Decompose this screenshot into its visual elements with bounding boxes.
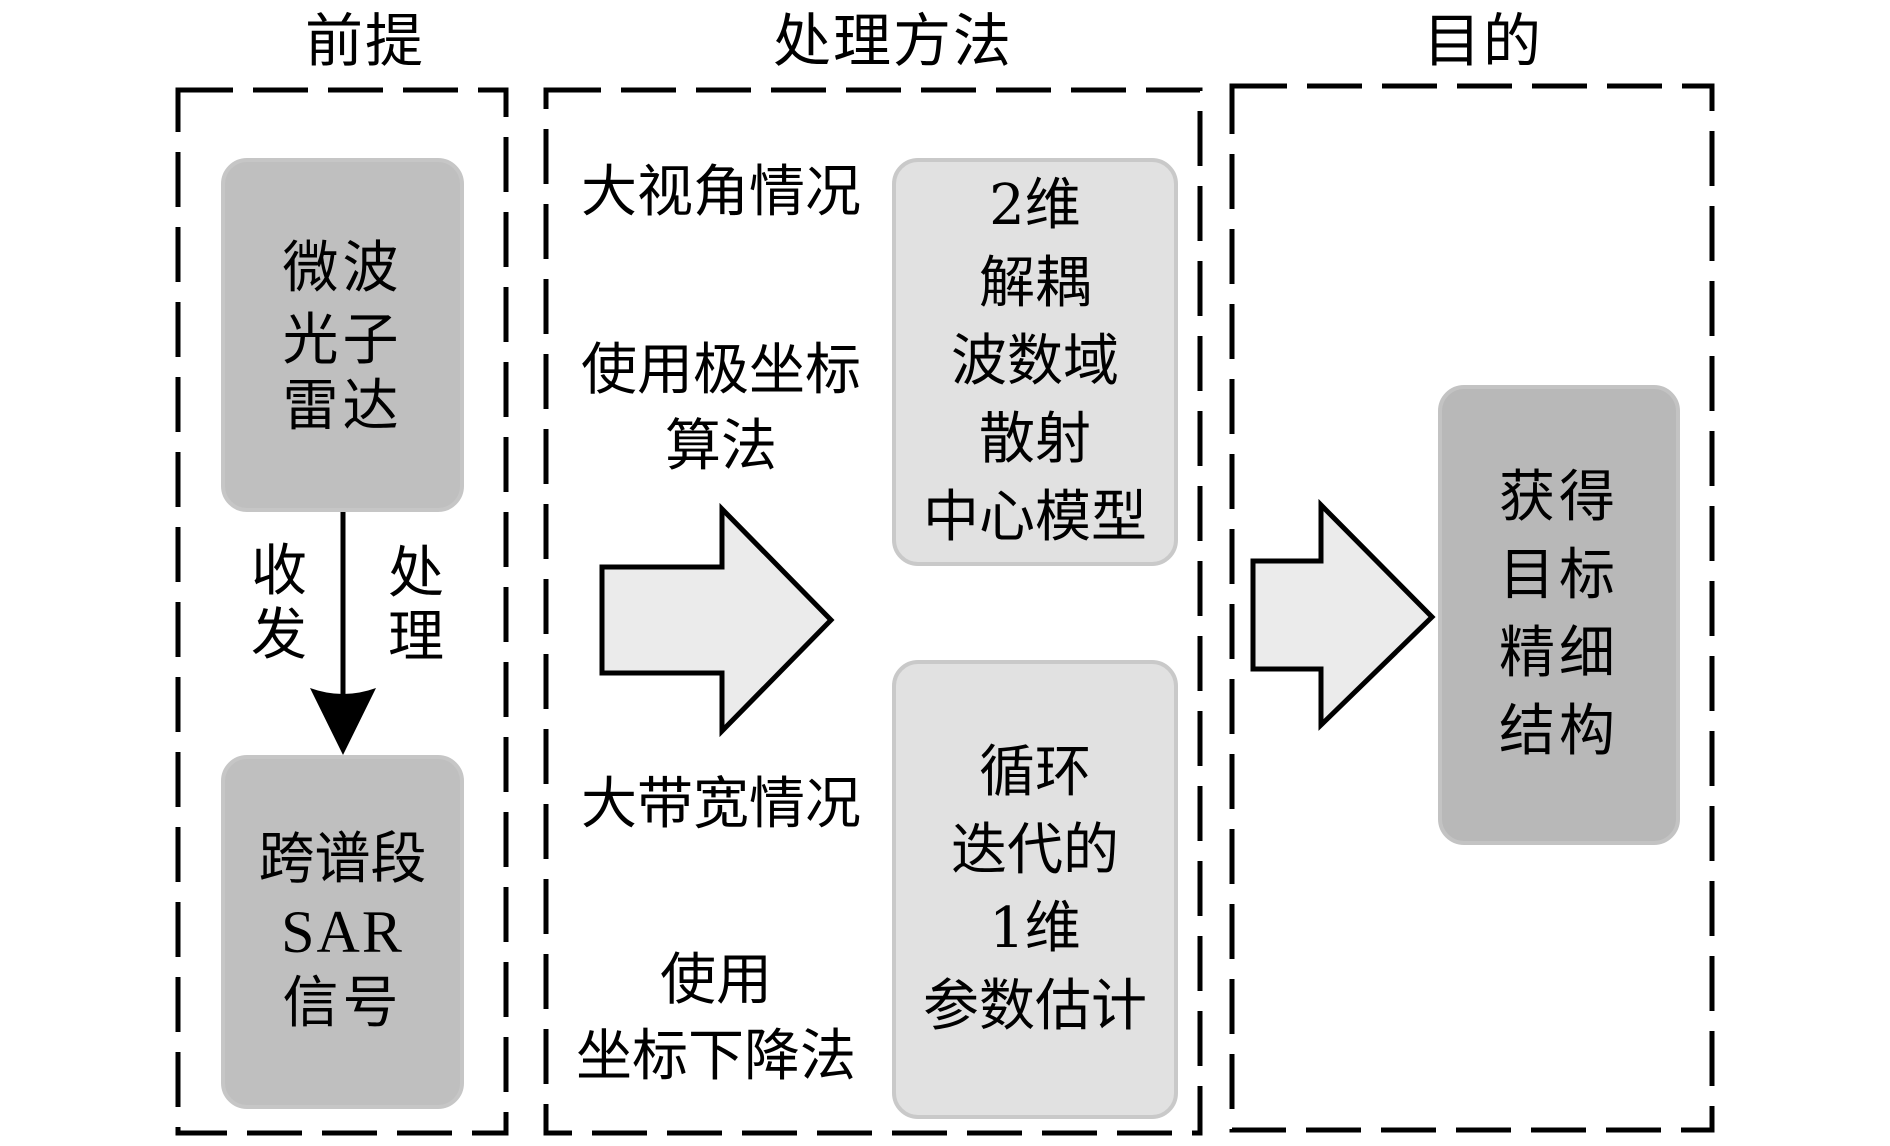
box-line: 解耦 (979, 251, 1091, 316)
box-line: SAR (281, 899, 404, 965)
box-line: 参数估计 (923, 973, 1147, 1039)
box-line: 1维 (989, 895, 1081, 961)
box-microwave-photonic-radar: 微波 光子 雷达 (221, 158, 464, 512)
box-line: 雷达 (282, 374, 403, 439)
box-2d-decoupled-model: 2维 解耦 波数域 散射 中心模型 (892, 158, 1178, 566)
box-line: 目标 (1499, 543, 1619, 608)
box-line: 中心模型 (923, 485, 1147, 550)
box-line: 循环 (979, 739, 1091, 805)
arrow-label-char: 发 (251, 603, 307, 668)
arrow-label-transceive: 收 发 (247, 540, 311, 668)
arrow-label-char: 收 (251, 539, 307, 604)
box-line: 获得 (1499, 465, 1619, 530)
method-line: 使用极坐标 (581, 338, 861, 403)
box-line: 精细 (1499, 621, 1619, 686)
method-line: 使用 (660, 948, 772, 1013)
column-title-method: 处理方法 (772, 7, 1013, 75)
block-arrow-goal (1250, 498, 1436, 731)
method-line: 坐标下降法 (576, 1024, 856, 1089)
condition-large-view-angle: 大视角情况 (581, 160, 861, 225)
box-line: 波数域 (951, 329, 1119, 394)
box-line: 散射 (979, 407, 1091, 472)
box-line: 信号 (282, 971, 403, 1036)
box-iterative-1d-estimation: 循环 迭代的 1维 参数估计 (892, 660, 1178, 1119)
condition-large-bandwidth: 大带宽情况 (581, 772, 861, 837)
arrow-label-char: 理 (388, 605, 444, 670)
box-fine-target-structure: 获得 目标 精细 结构 (1438, 385, 1680, 845)
box-line: 光子 (282, 308, 403, 373)
column-title-premise: 前提 (304, 7, 425, 75)
arrow-label-process: 处 理 (384, 542, 448, 670)
panel-goal-border (1229, 83, 1715, 1133)
method-polar-format-algorithm: 使用极坐标 算法 (555, 338, 887, 480)
panel-premise-border (175, 87, 509, 1136)
box-line: 跨谱段 (258, 827, 427, 892)
method-coordinate-descent: 使用 坐标下降法 (550, 948, 882, 1090)
arrow-label-char: 处 (388, 541, 444, 606)
box-line: 结构 (1499, 699, 1619, 764)
box-line: 迭代的 (951, 817, 1119, 883)
panel-method-border (543, 87, 1203, 1136)
block-arrow-method (599, 502, 835, 738)
box-line: 2维 (989, 173, 1081, 238)
box-line: 微波 (282, 236, 403, 301)
transceive-arrow-head (310, 688, 376, 755)
box-cross-band-sar-signal: 跨谱段 SAR 信号 (221, 755, 464, 1109)
method-line: 算法 (665, 414, 777, 479)
column-title-goal: 目的 (1422, 7, 1543, 75)
